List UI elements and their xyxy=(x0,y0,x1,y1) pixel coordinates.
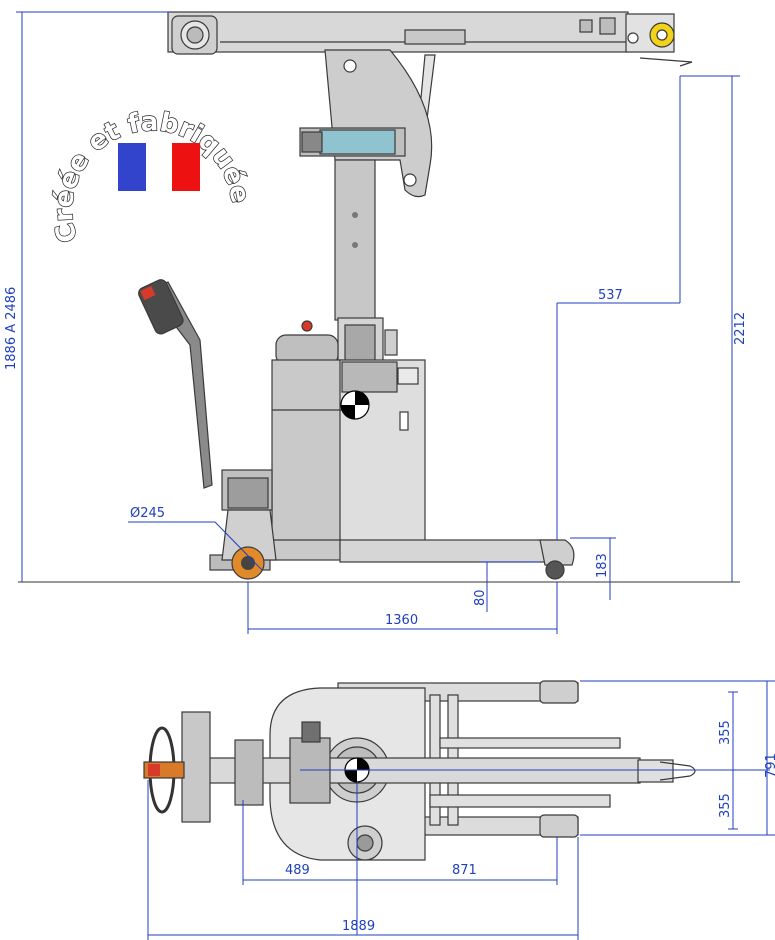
rotation-ring xyxy=(299,127,406,157)
label-boom-reach: 537 xyxy=(598,288,623,303)
mast xyxy=(334,159,376,321)
label-overall-length: 1889 xyxy=(342,919,375,934)
dim-boom-reach: 537 xyxy=(556,76,681,540)
label-leg-offset-bottom: 355 xyxy=(718,793,733,818)
handle-top xyxy=(143,711,264,823)
dim-ground-clearance: 80 xyxy=(473,561,540,612)
dim-overall-height: 1886 A 2486 xyxy=(4,11,170,582)
label-wheel-diameter: Ø245 xyxy=(130,506,165,521)
hydraulic-unit xyxy=(301,317,398,367)
dim-wheelbase: 1360 xyxy=(247,582,558,634)
dim-wheel-diameter: Ø245 xyxy=(128,506,263,571)
label-overall-width: 791 xyxy=(764,753,775,778)
front-wheel xyxy=(545,560,565,580)
french-flag-icon xyxy=(118,143,200,191)
dim-lengths: 489 871 1889 xyxy=(147,780,579,940)
label-leg-offset-top: 355 xyxy=(718,720,733,745)
side-view: 1886 A 2486 2212 537 Ø245 1360 xyxy=(0,0,748,634)
label-ground-clearance: 80 xyxy=(473,589,488,606)
boom xyxy=(167,11,693,67)
drive-unit xyxy=(209,469,277,580)
dim-hook-height: 2212 xyxy=(680,75,748,582)
label-leg-height: 183 xyxy=(595,553,610,578)
label-hook-height: 2212 xyxy=(733,312,748,345)
label-overall-height: 1886 A 2486 xyxy=(4,287,19,370)
center-of-gravity-side xyxy=(340,390,370,420)
top-view: 355 355 791 489 871 1889 xyxy=(143,680,775,940)
chassis-leg xyxy=(339,539,556,563)
main-body xyxy=(271,359,426,561)
label-rear-length: 489 xyxy=(285,863,310,878)
label-front-length: 871 xyxy=(452,863,477,878)
dim-leg-offsets: 355 355 791 xyxy=(580,680,775,836)
dim-leg-height: 183 xyxy=(570,537,616,600)
steering-handle xyxy=(138,279,213,489)
label-wheelbase: 1360 xyxy=(385,613,418,628)
